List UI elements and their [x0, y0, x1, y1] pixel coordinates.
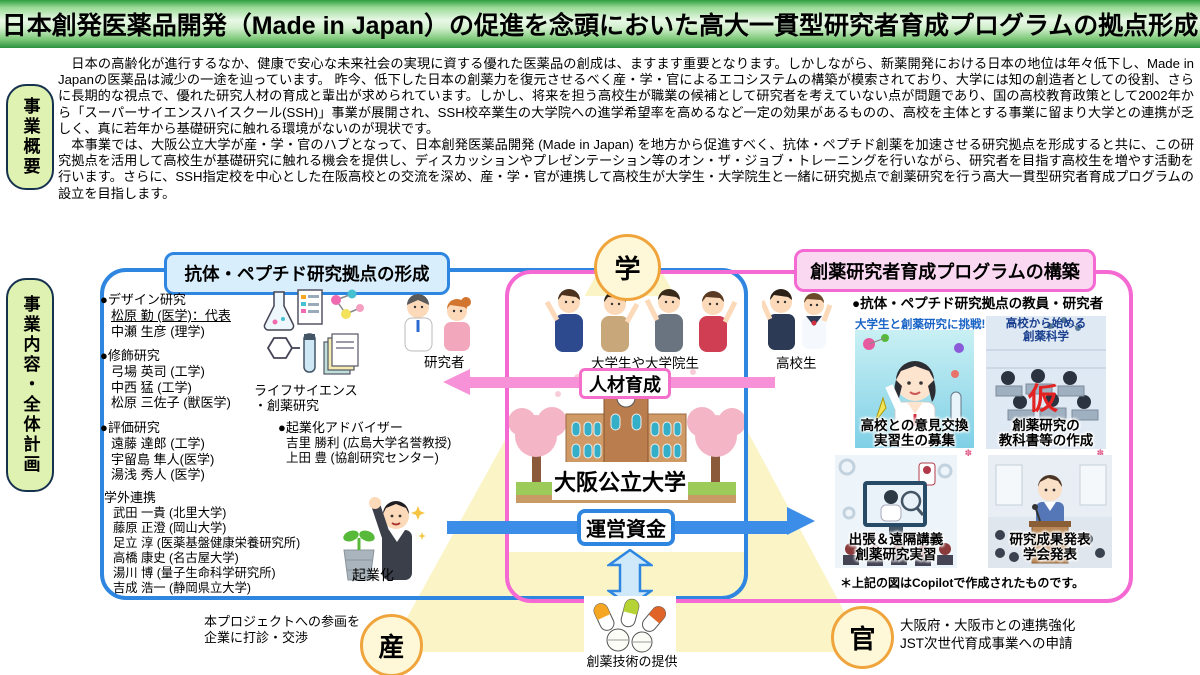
card-textbook-image: [986, 316, 1106, 449]
member-name: 遠藤 達郎 (工学): [111, 436, 205, 451]
lifescience-caption: ライフサイエンス ・創薬研究: [254, 383, 358, 413]
startup-advisor-group: ●起業化アドバイザー 吉里 勝利 (広島大学名誉教授)上田 豊 (協創研究センタ…: [278, 420, 451, 466]
group-heading: ●起業化アドバイザー: [278, 420, 403, 435]
overview-paragraph-1: 日本の高齢化が進行するなか、健康で安心な未来社会の実現に資する優れた医薬品の創成…: [58, 56, 1194, 136]
section-label-overview: 事業概要: [6, 84, 54, 190]
drug-tech-label: 創薬技術の提供: [586, 654, 678, 669]
operating-funds-arrowhead: [787, 507, 815, 535]
group-heading: ●デザイン研究: [100, 292, 186, 307]
section-label-plan: 事業内容・全体計画: [6, 278, 54, 492]
overview-text: 日本の高齢化が進行するなか、健康で安心な未来社会の実現に資する優れた医薬品の創成…: [58, 56, 1194, 234]
member-name: 湯浅 秀人 (医学): [111, 467, 205, 482]
group-heading: 学外連携: [104, 490, 157, 505]
member-list: 松原 勤 (医学)：代表中瀬 生彦 (理学): [100, 308, 231, 339]
card-presentation: 研究成果発表 学会発表: [988, 455, 1112, 568]
group-heading: ●評価研究: [100, 420, 160, 435]
card-remote-lecture: 出張＆遠隔講義 創薬研究実習: [835, 455, 957, 568]
program-box-title: 創薬研究者育成プログラムの構築: [794, 249, 1096, 292]
card-presentation-caption: 研究成果発表 学会発表: [1009, 532, 1091, 562]
card-presentation-image: [988, 455, 1112, 568]
hr-development-badge: 人材育成: [579, 368, 671, 399]
member-name: 上田 豊 (協創研究センター): [286, 451, 439, 465]
researchers-illustration: [404, 294, 471, 352]
member-name: 中西 猛 (工学): [111, 379, 192, 395]
faculty-heading: ●抗体・ペプチド研究拠点の教員・研究者: [852, 296, 1104, 311]
group-heading: ●修飾研究: [100, 348, 160, 363]
highschool-label: 高校生: [776, 356, 817, 371]
card-textbook-caption: 創薬研究の 教科書等の作成: [998, 418, 1094, 448]
modification-research-group: ●修飾研究 弓場 英司 (工学)中西 猛 (工学)松原 三佐子 (獣医学): [100, 348, 231, 411]
copilot-note: ＊上記の図はCopilotで作成されたものです。: [840, 576, 1085, 590]
member-name: 弓場 英司 (工学): [111, 364, 205, 379]
member-name: 吉里 勝利 (広島大学名誉教授): [286, 436, 452, 450]
overview-paragraph-2: 本事業では、大阪公立大学が産・学・官のハブとなって、日本創発医薬品開発 (Mad…: [58, 137, 1194, 201]
external-collaboration-group: 学外連携 武田 一貴 (北里大学)藤原 正澄 (岡山大学)足立 淳 (医薬基盤健…: [104, 490, 300, 596]
member-name: 松原 三佐子 (獣医学): [111, 395, 231, 410]
member-name: 中瀬 生彦 (理学): [111, 323, 205, 339]
member-name: 武田 一貴 (北里大学): [113, 506, 227, 520]
card-recruit: 大学生と創薬研究に挑戦! 高校との意見交換 実習生の募集 ✽: [855, 316, 986, 458]
researcher-label: 研究者: [424, 355, 465, 370]
member-list: 弓場 英司 (工学)中西 猛 (工学)松原 三佐子 (獣医学): [100, 364, 231, 411]
highschool-students-illustration: [762, 289, 832, 350]
kan-note: 大阪府・大阪市との連携強化 JST次世代育成事業への申請: [900, 618, 1076, 651]
member-name: 宇留島 隼人(医学): [111, 451, 215, 467]
evaluation-research-group: ●評価研究 遠藤 達郎 (工学)宇留島 隼人(医学)湯浅 秀人 (医学): [100, 420, 214, 483]
san-note: 本プロジェクトへの参画を 企業に打診・交渉: [204, 614, 361, 645]
member-name: 湯川 博 (量子生命科学研究所): [113, 566, 276, 580]
member-name: 藤原 正澄 (岡山大学): [113, 521, 227, 535]
drug-capsules-illustration: [593, 598, 666, 653]
card-recruit-header: 大学生と創薬研究に挑戦!: [855, 319, 986, 331]
omu-logo-mark: ✽: [964, 448, 972, 458]
member-name: 高橋 康史 (名古屋大学): [113, 551, 239, 565]
card-recruit-image: [855, 330, 974, 448]
hr-development-arrowhead: [443, 369, 470, 395]
page-title: 日本創発医薬品開発（Made in Japan）の促進を念頭においた高大一貫型研…: [0, 0, 1200, 48]
san-circle: 産: [360, 614, 423, 675]
member-list: 遠藤 達郎 (工学)宇留島 隼人(医学)湯浅 秀人 (医学): [100, 436, 214, 483]
operating-funds-badge: 運営資金: [577, 509, 675, 546]
omu-logo-mark: ✽: [1096, 448, 1104, 458]
card-remote-lecture-caption: 出張＆遠隔講義 創薬研究実習: [848, 532, 944, 562]
member-name: 足立 淳 (医薬基盤健康栄養研究所): [113, 536, 301, 550]
member-name: 松原 勤 (医学)：代表: [111, 308, 231, 323]
design-research-group: ●デザイン研究 松原 勤 (医学)：代表中瀬 生彦 (理学): [100, 292, 231, 339]
card-recruit-caption: 高校との意見交換 実習生の募集: [860, 418, 969, 448]
gaku-circle: 学: [594, 234, 661, 301]
member-name: 吉成 浩一 (静岡県立大学): [113, 581, 251, 595]
card-textbook-header: 高校から始める 創薬科学: [1005, 318, 1087, 343]
member-list: 吉里 勝利 (広島大学名誉教授)上田 豊 (協創研究センター): [278, 436, 451, 466]
member-list: 武田 一貴 (北里大学)藤原 正澄 (岡山大学)足立 淳 (医薬基盤健康栄養研究…: [104, 506, 300, 596]
startup-label: 起業化: [352, 567, 394, 583]
draft-overlay: 仮: [1028, 383, 1058, 416]
lab-science-icons: [263, 289, 364, 375]
card-textbook: 高校から始める 創薬科学 仮 創薬研究の 教科書等の作成 ✽: [986, 316, 1106, 458]
kan-circle: 官: [831, 606, 894, 669]
